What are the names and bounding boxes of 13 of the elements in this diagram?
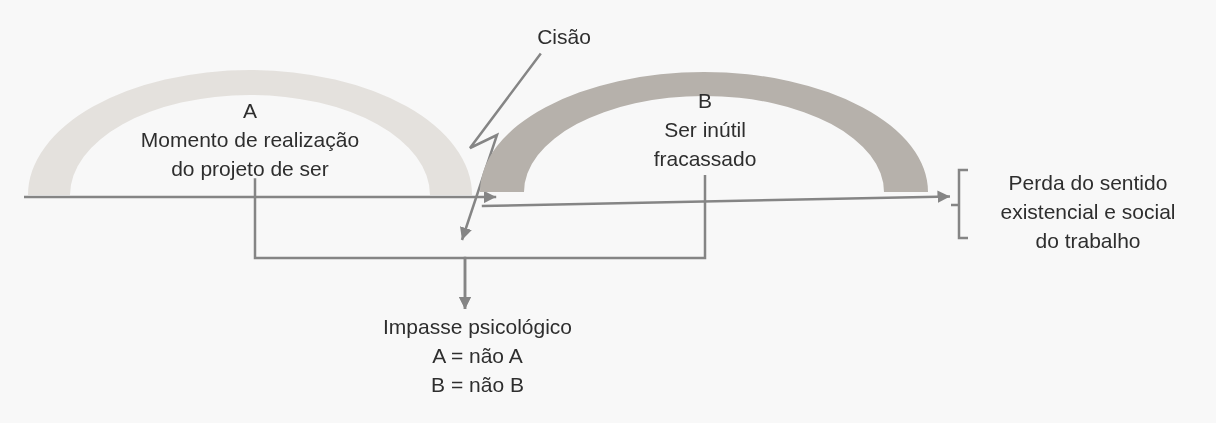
equation: B = não B	[431, 372, 524, 398]
arch-caption: Momento de realização do projeto de ser	[139, 127, 361, 182]
arrow	[481, 190, 951, 208]
equation: A = não A	[432, 343, 523, 369]
arch-caption: Ser inútil fracassado	[652, 117, 758, 172]
arrow	[460, 52, 542, 241]
arch-letter: A	[243, 98, 257, 124]
arrow	[458, 174, 707, 309]
arrow	[24, 190, 497, 204]
arch-letter: B	[698, 88, 712, 114]
bracket-note: Perda do sentido existencial e social do trabalho	[999, 170, 1177, 254]
arrow-label: Cisão	[537, 24, 591, 50]
result-heading: Impasse psicológico	[382, 314, 573, 340]
